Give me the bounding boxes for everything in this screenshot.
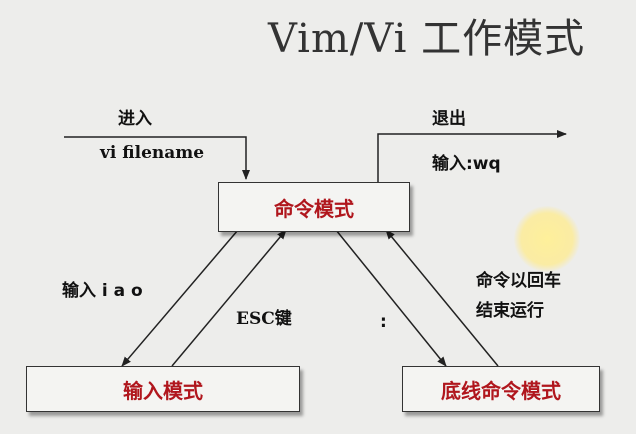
return-arrow (385, 229, 499, 367)
colon-label: : (380, 312, 387, 332)
exit-label: 退出 (432, 109, 466, 129)
exit-arrow (377, 130, 567, 182)
esc-label: ESC键 (236, 309, 292, 329)
esc-arrow (171, 229, 287, 367)
highlight-spot (514, 206, 580, 272)
insert-mode-box: 输入模式 (26, 366, 300, 412)
enter-label: 进入 (118, 109, 152, 129)
page-title: Vim/Vi 工作模式 (268, 16, 586, 62)
enter-arrow (64, 136, 250, 180)
lastline-mode-box: 底线命令模式 (402, 366, 600, 412)
exit-command-label: 输入:wq (432, 154, 501, 174)
insert-keys-label: 输入 i a o (62, 281, 143, 301)
return-label-line2: 结束运行 (476, 301, 544, 321)
return-label-line1: 命令以回车 (476, 271, 561, 291)
to-insert-arrow (121, 229, 239, 367)
enter-command-label: vi filename (100, 143, 205, 163)
to-lastline-arrow (335, 229, 447, 367)
command-mode-box: 命令模式 (218, 182, 410, 232)
